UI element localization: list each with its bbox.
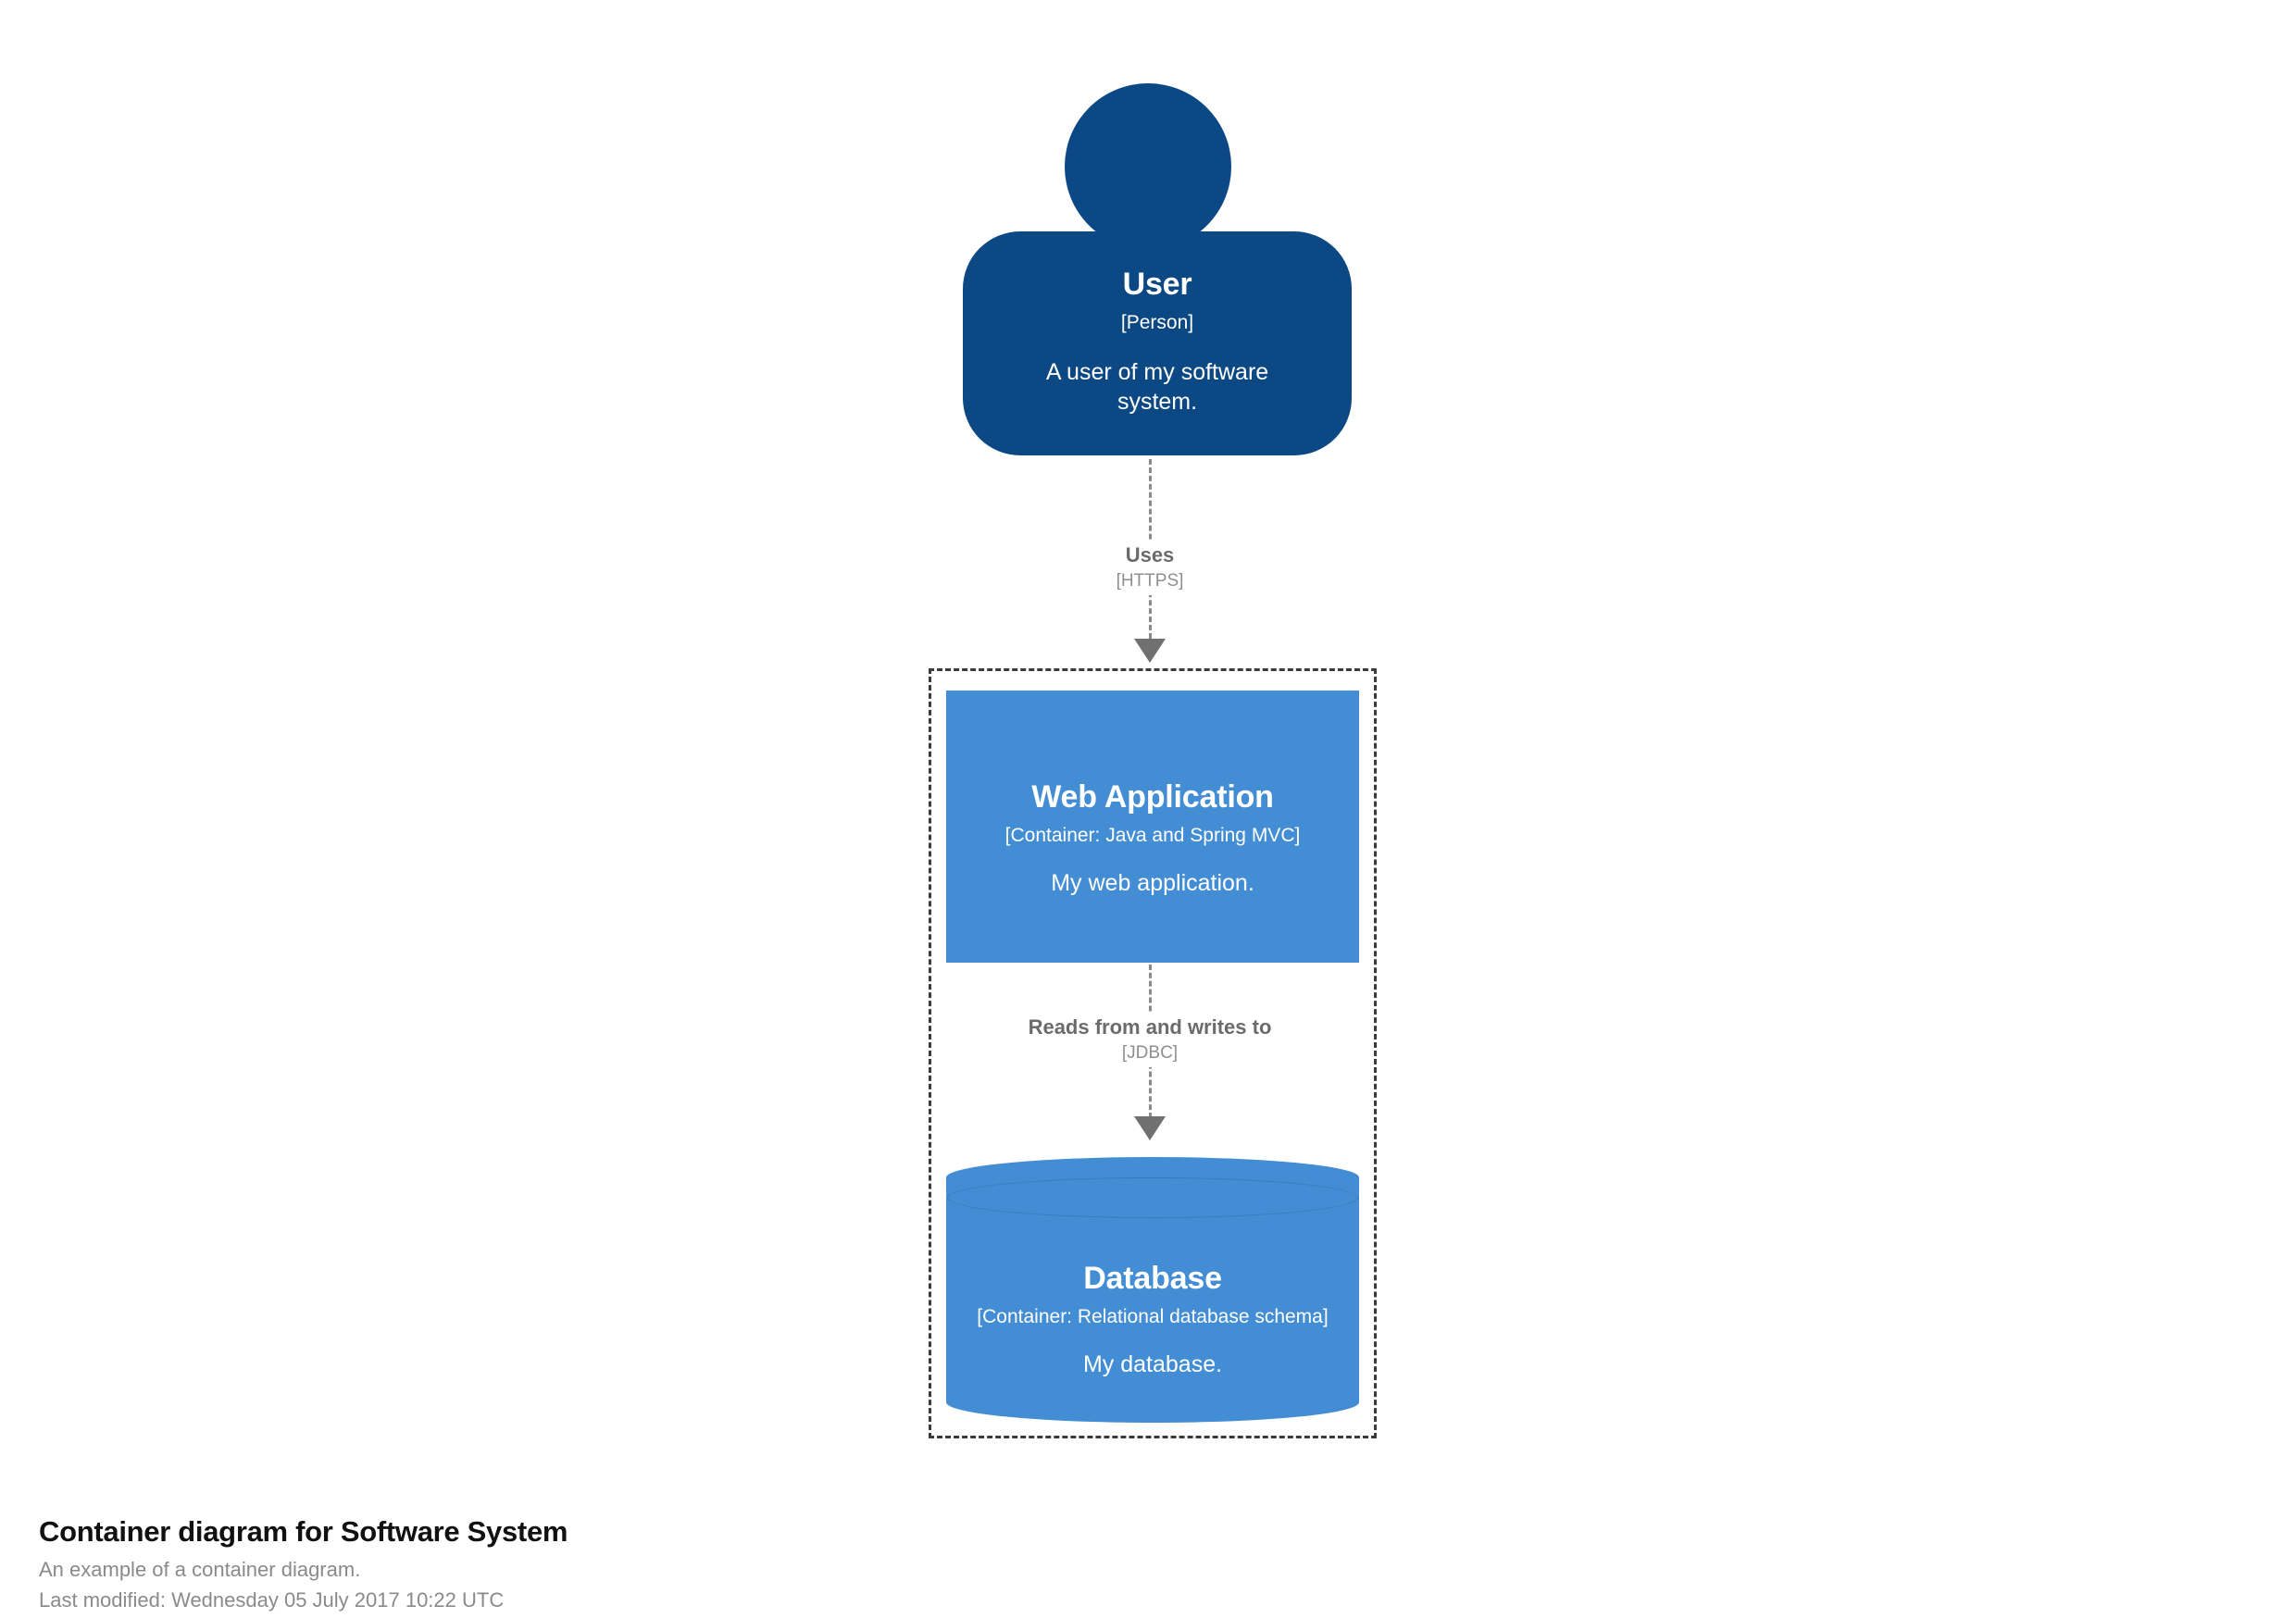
node-web-application-tech: [Container: Java and Spring MVC] [1004,825,1301,847]
relationship-arrowhead-webapp-to-database [1134,1116,1166,1140]
person-head-shape [1065,83,1231,250]
node-database-tech: [Container: Relational database schema] [977,1306,1329,1328]
caption-title: Container diagram for Software System [39,1515,568,1548]
relationship-label-webapp-to-database: Reads from and writes to [JDBC] [1002,1013,1298,1067]
node-database[interactable]: Database [Container: Relational database… [946,1157,1359,1423]
caption-last-modified: Last modified: Wednesday 05 July 2017 10… [39,1588,505,1612]
cylinder-bottom-ellipse [946,1382,1359,1423]
node-web-application-description: My web application. [1051,870,1254,897]
caption-subtitle: An example of a container diagram. [39,1558,361,1582]
relationship-description-2: Reads from and writes to [1028,1015,1272,1039]
relationship-label-background-1: Uses [HTTPS] [1106,541,1193,595]
relationship-arrowhead-user-to-webapp [1134,639,1166,663]
node-user[interactable]: User [Person] A user of my software syst… [963,83,1352,455]
node-web-application-name: Web Application [1031,779,1274,815]
node-user-description: A user of my software system. [1045,359,1269,415]
node-user-tech: [Person] [1120,312,1194,334]
node-web-application[interactable]: Web Application [Container: Java and Spr… [946,691,1359,963]
node-database-description: My database. [1082,1351,1223,1378]
software-system-boundary [929,668,1377,1438]
node-user-text: User [Person] A user of my software syst… [963,231,1352,455]
cylinder-rim-line [947,1177,1358,1218]
relationship-technology-2: [JDBC] [1121,1042,1179,1063]
relationship-label-background-2: Reads from and writes to [JDBC] [1018,1013,1281,1067]
node-database-name: Database [1083,1261,1222,1296]
relationship-label-user-to-webapp: Uses [HTTPS] [1011,541,1289,595]
diagram-caption: Container diagram for Software System An… [39,1514,1150,1615]
node-user-name: User [1122,267,1192,302]
relationship-technology-1: [HTTPS] [1116,570,1184,591]
person-body-shape [963,231,1352,455]
node-database-text: Database [Container: Relational database… [946,1157,1359,1423]
relationship-description-1: Uses [1125,543,1175,566]
